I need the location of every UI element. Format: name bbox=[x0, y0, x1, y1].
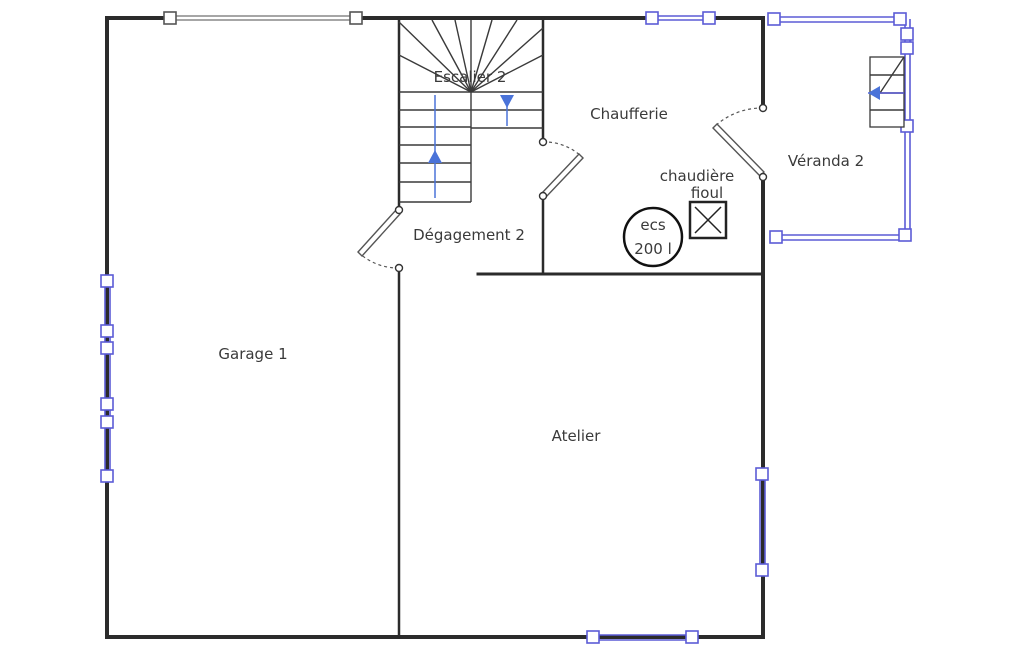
water-tank-symbol bbox=[622, 206, 684, 268]
tank-label-line2: 200 l bbox=[634, 240, 672, 258]
atelier-bottom-window bbox=[586, 630, 699, 644]
garage-top-window bbox=[163, 11, 363, 25]
room-label-veranda: Véranda 2 bbox=[788, 152, 864, 170]
door-chaufferie[interactable] bbox=[538, 137, 584, 201]
veranda-stair bbox=[868, 56, 905, 128]
room-label-degagement: Dégagement 2 bbox=[413, 226, 525, 244]
door-degagement[interactable] bbox=[357, 205, 404, 273]
atelier-right-window bbox=[755, 467, 769, 577]
door-veranda[interactable] bbox=[712, 103, 768, 182]
garage-left-windows bbox=[100, 274, 114, 483]
boiler-label-line2: fioul bbox=[691, 184, 723, 202]
room-label-chaufferie: Chaufferie bbox=[590, 105, 668, 123]
boiler-label-line1: chaudière bbox=[660, 167, 734, 185]
interior-walls bbox=[397, 16, 765, 639]
veranda-enclosure bbox=[767, 12, 914, 244]
arrow-up-icon bbox=[428, 150, 442, 163]
arrow-down-icon bbox=[500, 95, 514, 108]
boiler-symbol bbox=[688, 200, 728, 240]
room-label-escalier: Escalier 2 bbox=[434, 68, 507, 86]
tank-label-line1: ecs bbox=[640, 216, 665, 234]
room-label-atelier: Atelier bbox=[552, 427, 602, 445]
chaufferie-top-window bbox=[645, 11, 716, 25]
staircase bbox=[398, 19, 544, 203]
arrow-left-icon bbox=[868, 86, 880, 100]
room-label-garage: Garage 1 bbox=[218, 345, 287, 363]
